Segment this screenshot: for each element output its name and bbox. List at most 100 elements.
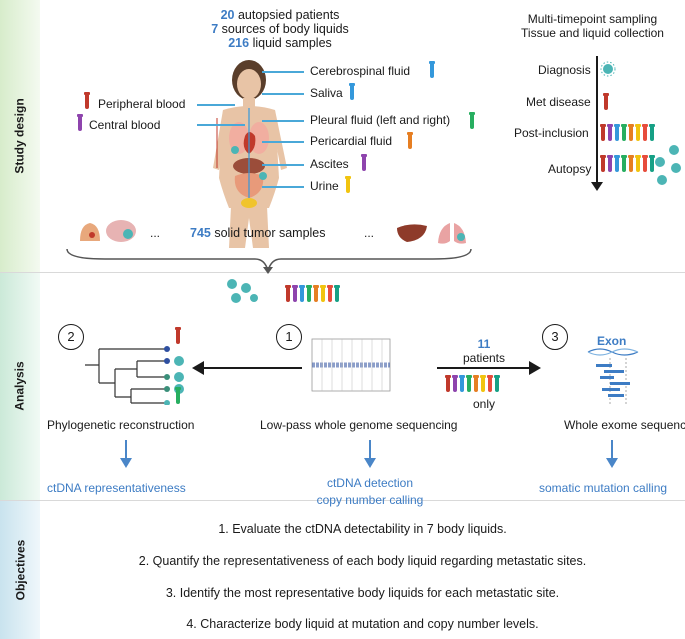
arrowhead-icon [192,361,204,375]
tube-icon [299,285,305,302]
tube-icon [635,155,641,172]
liquid-csf: Cerebrospinal fluid [310,64,411,78]
tube-icon [175,327,181,344]
tube-icon [175,387,181,404]
band-analysis [0,272,40,500]
timeline-axis [596,56,598,184]
tube-icon [628,155,634,172]
tube-icon [494,375,500,392]
subset-text: patients [462,351,506,365]
sampling-title: Multi-timepoint sampling Tissue and liqu… [521,12,664,40]
tumor-cell-cluster-icon [655,145,681,185]
tube-icon [607,124,613,141]
brace [66,248,472,274]
tumor-cell-cluster-icon [227,279,258,303]
tube-icon [306,285,312,302]
tube-icon [649,124,655,141]
lpwgs-plot-icon [311,338,391,392]
timepoint-diagnosis: Diagnosis [538,63,591,77]
tube-icon [459,375,465,392]
tube-icon [600,155,606,172]
timepoint-post-inclusion: Post-inclusion [514,126,589,140]
tube-icon [77,114,83,131]
tube-icon [635,124,641,141]
liquid-ascites: Ascites [310,157,349,171]
tube-icon [614,155,620,172]
tube-icon [452,375,458,392]
tube-icon [466,375,472,392]
tube-icon [628,124,634,141]
tube-icon [614,124,620,141]
objective-1: 1. Evaluate the ctDNA detectability in 7… [218,522,507,536]
arrow-left [200,367,302,369]
tube-icon [407,132,413,149]
step-number: 2 [58,324,84,350]
arrow-right [437,367,531,369]
liquid-peripheral: Peripheral blood [98,97,186,111]
study-design-label: Study design [13,98,27,174]
tube-icon [487,375,493,392]
tube-icon [469,112,475,129]
band-objectives [0,500,40,639]
phylogenetic-tree-icon [85,346,184,405]
result-representativeness: ctDNA representativeness [47,481,186,495]
tube-icon [285,285,291,302]
tube-icon [642,124,648,141]
tube-icon [84,92,90,109]
objective-2: 2. Quantify the representativeness of ea… [138,554,587,568]
liquid-urine: Urine [310,179,339,193]
divider [0,272,685,273]
ellipsis: ... [150,226,161,240]
brain-icon [106,220,136,242]
band-study-design [0,0,40,272]
method-label-wes: Whole exome sequencing [564,418,685,432]
timeline-arrow-icon [591,182,603,191]
breast-icon [80,223,100,241]
analysis-label: Analysis [13,361,28,411]
step-number: 1 [276,324,302,350]
tube-icon [621,155,627,172]
step-number: 3 [542,324,568,350]
tube-icon [334,285,340,302]
tube-icon [473,375,479,392]
down-arrow-icon [120,440,132,468]
tube-icon [649,155,655,172]
tumor-cell-icon [600,61,616,77]
tube-icon [600,124,606,141]
liquid-central: Central blood [89,118,161,132]
cohort-summary: 20 autopsied patients 7 sources of body … [211,8,349,50]
ellipsis: ... [364,226,375,240]
down-arrow-icon [606,440,618,468]
tube-icon [349,83,355,100]
tube-icon [313,285,319,302]
tube-icon [345,176,351,193]
subset-only: only [472,397,495,411]
result-detection: ctDNA detection copy number calling [316,476,424,507]
tube-icon [642,155,648,172]
body-figure [213,60,287,248]
objective-3: 3. Identify the most representative body… [165,586,560,600]
exon-label: Exon [597,334,627,348]
exome-reads-icon [587,348,639,404]
tube-icon [603,93,609,110]
lung-icon [438,223,466,244]
method-label-lpwgs: Low-pass whole genome sequencing [260,418,458,432]
divider [0,500,685,501]
tube-icon [361,154,367,171]
tube-icon [429,61,435,78]
tube-icon [621,124,627,141]
liver-icon [397,224,427,242]
tube-icon [292,285,298,302]
tube-icon [320,285,326,302]
tube-icon [327,285,333,302]
timepoint-met-disease: Met disease [526,95,591,109]
objectives-label: Objectives [13,539,28,600]
down-arrow-icon [364,440,376,468]
liquid-saliva: Saliva [310,86,343,100]
result-mutation: somatic mutation calling [539,481,668,495]
subset-count: 11 [477,337,491,351]
liquid-pericardial: Pericardial fluid [310,134,393,148]
tube-icon [480,375,486,392]
objective-4: 4. Characterize body liquid at mutation … [186,617,539,631]
liquid-pleural: Pleural fluid (left and right) [310,113,451,127]
